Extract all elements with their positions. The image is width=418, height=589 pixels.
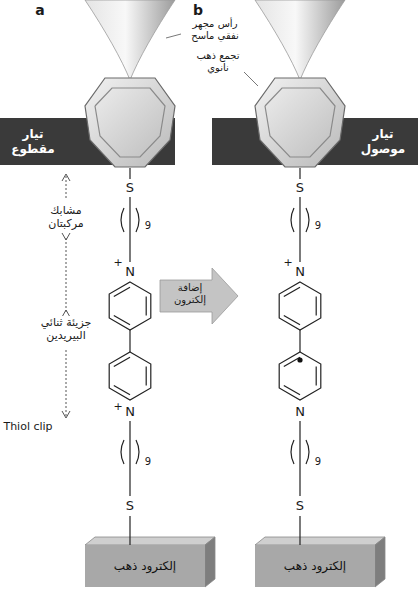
double-bond <box>114 357 130 366</box>
atom-symbol: S <box>296 180 304 196</box>
bond-line <box>299 197 300 262</box>
bracket <box>291 208 294 232</box>
atom-symbol: S <box>296 498 304 514</box>
subscript: 9 <box>145 456 151 468</box>
atom-symbol: S <box>126 180 134 196</box>
atom-symbol: S <box>126 498 134 514</box>
double-bond <box>146 297 147 316</box>
tip-label: رأس مجهر نفقي ماسح <box>182 18 248 42</box>
charge: + <box>283 256 292 269</box>
double-bond <box>284 315 300 324</box>
bond-line <box>129 197 130 262</box>
current-state-bar: تيار مقطوع <box>3 118 63 165</box>
gold-cluster <box>85 78 345 167</box>
electrode-face <box>375 537 385 587</box>
node-text: تيار مقطوع <box>3 127 63 157</box>
double-bond <box>316 367 317 386</box>
node-text: تيار موصول <box>352 127 414 157</box>
bracket <box>136 440 139 464</box>
double-bond <box>284 357 300 366</box>
bond-line <box>129 516 130 545</box>
bond-line <box>299 516 300 545</box>
double-bond <box>284 385 300 394</box>
subscript: 9 <box>315 456 321 468</box>
charge: + <box>113 400 122 413</box>
bond-line <box>129 168 130 179</box>
atom-symbol: N <box>125 404 135 420</box>
atom-symbol: N <box>295 264 305 280</box>
bracket <box>121 440 124 464</box>
leader-line <box>244 72 258 86</box>
bond-line <box>299 421 300 496</box>
bond-line <box>129 421 130 496</box>
clip-label: مشابك مركبتان <box>31 204 101 230</box>
stm-tip <box>85 0 175 80</box>
double-bond <box>114 385 130 394</box>
bond-line <box>299 330 300 352</box>
bracket <box>306 440 309 464</box>
reaction-arrow <box>160 268 238 324</box>
double-bond <box>146 367 147 386</box>
bond-line <box>129 330 130 352</box>
molecule <box>109 168 321 545</box>
bracket <box>291 440 294 464</box>
electrode-face <box>205 537 215 587</box>
charge: + <box>113 256 122 269</box>
clip-label: Thiol clip <box>3 420 52 433</box>
pyridine-ring <box>279 352 321 400</box>
leader-line <box>166 34 181 38</box>
gold-electrode: إلكترود ذهب <box>255 545 375 587</box>
pyridine-ring <box>109 352 151 400</box>
bracket <box>306 208 309 232</box>
bracket <box>136 208 139 232</box>
bond-line <box>299 168 300 179</box>
radical-dot <box>297 357 302 362</box>
arrow-label: إضافة إلكترون <box>167 282 213 306</box>
panel-letter: b <box>193 2 203 19</box>
double-bond <box>114 315 130 324</box>
gold-electrode: إلكترود ذهب <box>85 545 205 587</box>
cluster-label: تجمع ذهب نانوي <box>185 50 251 74</box>
current-state-bar: تيار موصول <box>352 118 414 165</box>
atom-symbol: N <box>295 404 305 420</box>
subscript: 9 <box>315 220 321 232</box>
pyridine-ring <box>279 282 321 330</box>
stm-tip <box>255 0 345 80</box>
panel-letter: a <box>35 2 44 19</box>
atom-symbol: N <box>125 264 135 280</box>
double-bond <box>316 297 317 316</box>
pyridine-ring <box>109 282 151 330</box>
electrode-face <box>255 537 385 545</box>
node-text: إلكترود ذهب <box>111 559 179 574</box>
node-text: إلكترود ذهب <box>281 559 349 574</box>
subscript: 9 <box>145 220 151 232</box>
bracket <box>121 208 124 232</box>
electrode-face <box>85 537 215 545</box>
molecule-label: جزيئة ثنائي البيريدين <box>31 316 101 342</box>
double-bond <box>284 287 300 296</box>
double-bond <box>114 287 130 296</box>
